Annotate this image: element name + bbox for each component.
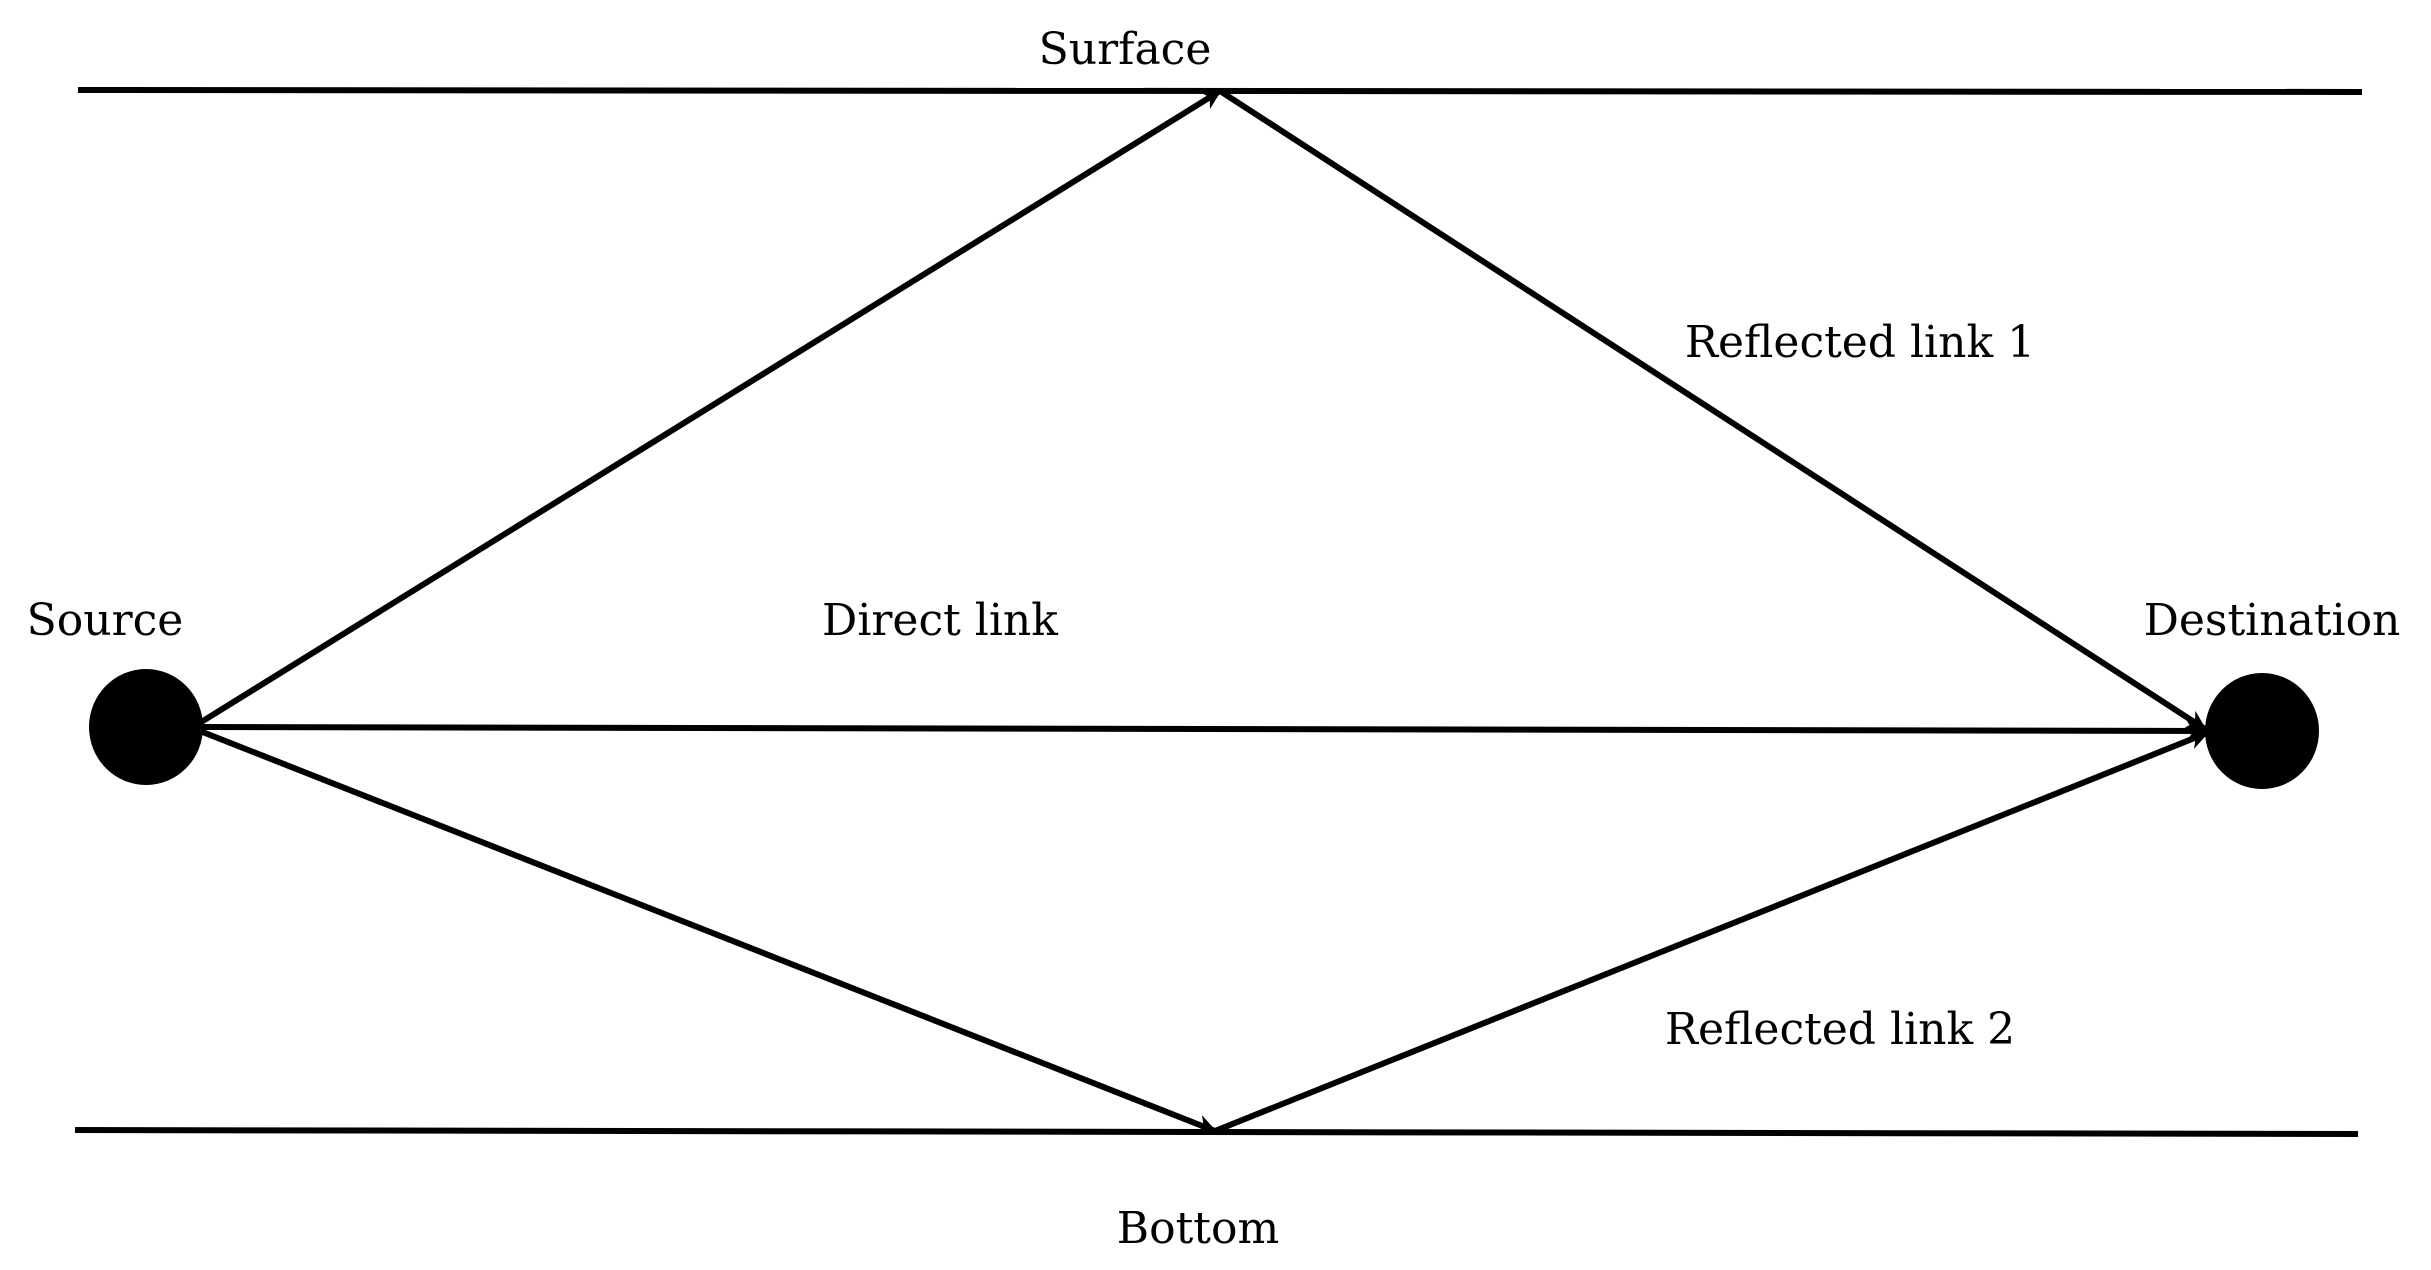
source-label: Source xyxy=(27,595,184,646)
destination-node xyxy=(2205,673,2319,789)
surface-label: Surface xyxy=(1039,24,1212,75)
source-to-surface-arrow xyxy=(196,88,1222,727)
destination-label: Destination xyxy=(2144,595,2401,646)
source-node xyxy=(89,669,203,785)
direct-link-label: Direct link xyxy=(822,595,1058,646)
source-to-bottom-arrow xyxy=(198,728,1217,1134)
bottom-label: Bottom xyxy=(1117,1203,1279,1254)
bottom-to-destination-arrow xyxy=(1213,730,2209,1134)
direct-link-arrow xyxy=(202,720,2207,741)
reflected-link-2-label: Reflected link 2 xyxy=(1665,1004,2015,1055)
reflected-link-1-label: Reflected link 1 xyxy=(1685,317,2035,368)
surface-to-destination-arrow xyxy=(1218,88,2207,732)
